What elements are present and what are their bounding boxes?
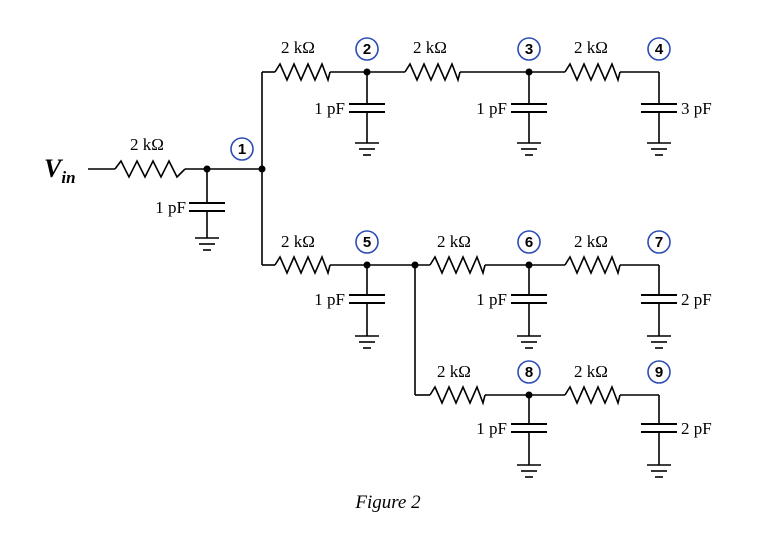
junction-dot [525,68,533,76]
capacitor-2 [349,103,385,113]
capacitor-label-2: 1 pF [314,99,345,118]
node-marker-6: 6 [517,230,541,254]
ground-symbol [647,335,671,349]
ground-symbol [195,237,219,251]
resistor-label-5-6: 2 kΩ [437,232,471,251]
node-label: 5 [363,234,371,251]
capacitor-8 [511,423,547,433]
ground-symbol [517,335,541,349]
resistor-label-1-2: 2 kΩ [281,38,315,57]
capacitor-labels: 1 pF 1 pF 1 pF 3 pF 1 pF 1 pF 2 pF 1 pF … [155,99,711,438]
node-marker-4: 4 [647,37,671,61]
wires [88,71,660,465]
resistor-label-8-9: 2 kΩ [574,362,608,381]
node-label: 1 [238,141,246,158]
resistor-label-5-8: 2 kΩ [437,362,471,381]
capacitor-7 [641,294,677,304]
resistor-1-2 [274,61,331,83]
ground-symbol [355,335,379,349]
resistor-label-1-5: 2 kΩ [281,232,315,251]
junction-dot [525,391,533,399]
node-marker-7: 7 [647,230,671,254]
ground-symbol [517,464,541,478]
resistor-labels: 2 kΩ 2 kΩ 2 kΩ 2 kΩ 2 kΩ 2 kΩ 2 kΩ 2 kΩ … [130,38,608,381]
node-label: 7 [655,234,663,251]
resistor-2-3 [404,61,461,83]
input-label-main: V [44,154,64,183]
ground-symbol [647,464,671,478]
capacitor-label-6: 1 pF [476,290,507,309]
capacitor-6 [511,294,547,304]
node-marker-2: 2 [355,37,379,61]
resistor-in [114,159,186,179]
node-label: 9 [655,364,663,381]
capacitor-4 [641,103,677,113]
junction-dots [203,68,533,399]
capacitor-label-in: 1 pF [155,198,186,217]
capacitor-label-7: 2 pF [681,290,712,309]
junction-dot [258,165,266,173]
node-marker-9: 9 [647,360,671,384]
junction-dot [363,261,371,269]
junction-dot [411,261,419,269]
resistor-label-2-3: 2 kΩ [413,38,447,57]
resistor-label-in: 2 kΩ [130,135,164,154]
node-label: 4 [655,41,664,58]
figure-caption: Figure 2 [354,492,421,513]
resistor-8-9 [564,384,621,406]
junction-dot [203,165,211,173]
capacitor-in [189,202,225,212]
ground-symbol [517,142,541,156]
ground-symbol [647,142,671,156]
capacitor-label-3: 1 pF [476,99,507,118]
node-marker-8: 8 [517,360,541,384]
resistor-5-6 [429,254,486,276]
capacitor-label-5: 1 pF [314,290,345,309]
input-label-subscript: in [61,168,75,187]
capacitor-label-4: 3 pF [681,99,712,118]
grounds [195,142,671,478]
node-markers: 1 2 3 4 5 6 7 8 9 [230,37,671,384]
capacitor-3 [511,103,547,113]
resistor-5-8 [429,384,486,406]
ground-symbol [355,142,379,156]
resistor-label-6-7: 2 kΩ [574,232,608,251]
node-label: 6 [525,234,533,251]
node-marker-3: 3 [517,37,541,61]
resistor-1-5 [274,254,331,276]
capacitor-label-8: 1 pF [476,419,507,438]
capacitor-9 [641,423,677,433]
capacitor-label-9: 2 pF [681,419,712,438]
junction-dot [525,261,533,269]
junction-dot [363,68,371,76]
node-label: 3 [525,41,533,58]
capacitor-5 [349,294,385,304]
resistor-3-4 [564,61,621,83]
node-marker-1: 1 [230,137,254,161]
node-label: 8 [525,364,533,381]
node-marker-5: 5 [355,230,379,254]
resistor-label-3-4: 2 kΩ [574,38,608,57]
input-label: Vin [44,154,76,187]
capacitors [189,103,677,433]
resistor-6-7 [564,254,621,276]
node-label: 2 [363,41,371,58]
resistors [114,61,621,406]
